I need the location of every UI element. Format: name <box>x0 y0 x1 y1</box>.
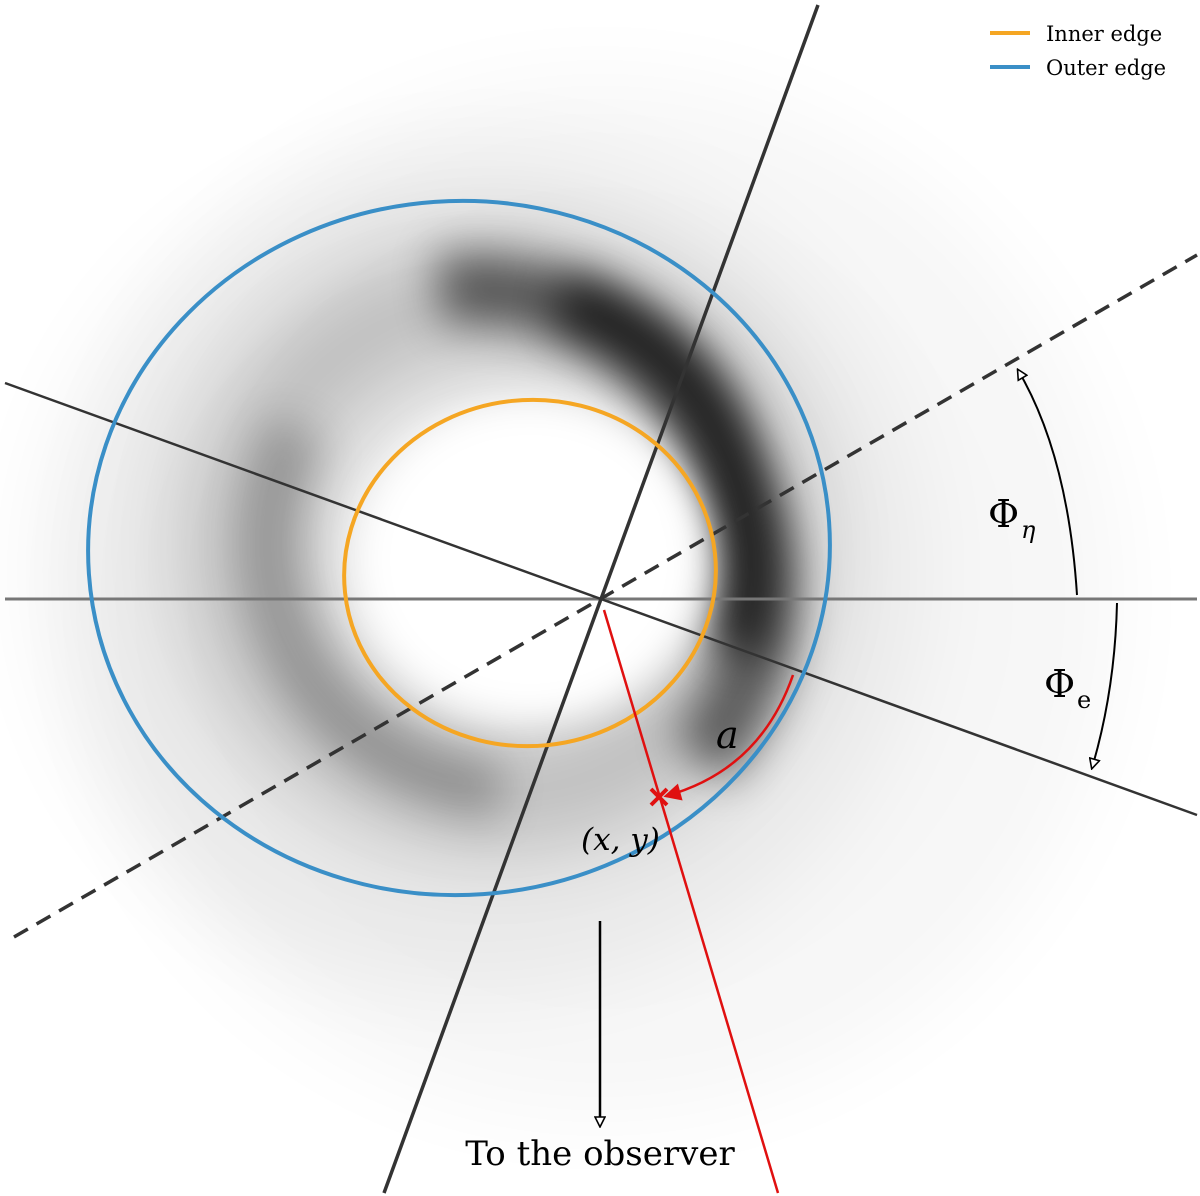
arc-a-label: a <box>716 713 739 757</box>
phi-eta-arc <box>1018 370 1078 596</box>
legend-entry-outer: Outer edge <box>990 56 1166 80</box>
legend: Inner edge Outer edge <box>990 22 1166 80</box>
phi-e-label: Φ e <box>1044 662 1091 714</box>
point-xy-label: (x, y) <box>581 822 660 858</box>
arc-a-indicator <box>666 674 795 796</box>
phi-eta-label: Φ η <box>988 492 1036 544</box>
outer-edge-ellipse <box>86 198 832 898</box>
inner-edge-ellipse <box>342 397 718 749</box>
emission-ring <box>195 250 805 840</box>
shallow-axis <box>4 381 1198 817</box>
phi-eta-subscript: η <box>1021 516 1036 544</box>
red-sightline <box>602 609 780 1194</box>
legend-label-outer: Outer edge <box>1046 56 1166 80</box>
point-xy-marker <box>649 787 669 807</box>
observer-label: To the observer <box>465 1134 735 1174</box>
legend-label-inner: Inner edge <box>1046 22 1162 46</box>
phi-e-subscript: e <box>1077 686 1091 714</box>
dashed-axis <box>13 253 1198 939</box>
phi-e-arc <box>1092 602 1118 768</box>
phi-eta-symbol: Φ <box>988 492 1019 536</box>
phi-e-symbol: Φ <box>1044 662 1075 706</box>
legend-entry-inner: Inner edge <box>990 22 1162 46</box>
